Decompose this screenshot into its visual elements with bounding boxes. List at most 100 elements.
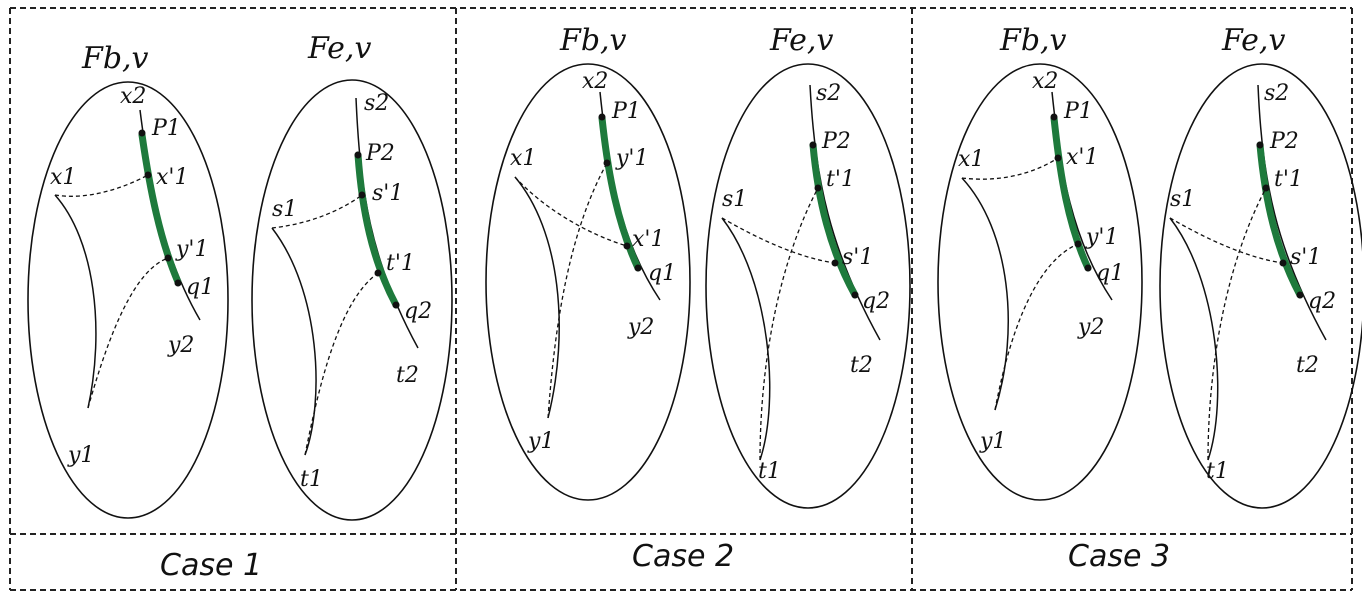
dashed-x1-x1p: [514, 176, 628, 247]
label-p1: P1: [151, 116, 181, 141]
left-ellipse-3: Fb,v x2 P1 x'1 x1 y'1 q1 y2 y1: [937, 23, 1143, 501]
ellipse-title: Fe,v: [769, 23, 833, 58]
panel-case-3: Fb,v x2 P1 x'1 x1 y'1 q1 y2 y1 Fe,v: [937, 23, 1362, 574]
label-x1p: x'1: [1066, 145, 1098, 170]
label-t2: t2: [396, 363, 419, 388]
label-p2: P2: [1269, 129, 1299, 154]
label-x1p: x'1: [632, 227, 664, 252]
label-s1: s1: [722, 187, 747, 212]
label-y1p: y'1: [615, 146, 648, 171]
label-y1: y1: [527, 429, 554, 454]
point-q2: [851, 291, 859, 299]
label-y2: y2: [627, 315, 654, 340]
label-x2: x2: [582, 69, 608, 94]
dashed-s1-s1p: [721, 217, 836, 264]
point-p2: [354, 151, 362, 159]
path-s1-t1: [721, 217, 771, 461]
label-q2: q2: [404, 299, 432, 324]
highlight-segment: [1256, 141, 1304, 299]
point-q2: [1296, 291, 1304, 299]
point-p2: [1256, 141, 1264, 149]
label-y1p: y'1: [1085, 225, 1118, 250]
point-p1: [138, 129, 146, 137]
ellipse-outline: [705, 63, 911, 509]
label-y2: y2: [1077, 315, 1104, 340]
panel-case-2: Fb,v x2 P1 y'1 x1 x'1 q1 y2 y1 Fe,v: [485, 23, 911, 574]
label-s1: s1: [272, 197, 297, 222]
label-s1p: s'1: [372, 181, 403, 206]
panel-case-1: Fb,v x2 P1 x'1 x1 y'1 q1 y2 y1 Fe,v: [27, 31, 453, 583]
label-q2: q2: [1308, 289, 1336, 314]
label-t2: t2: [1296, 353, 1319, 378]
label-t1: t1: [758, 459, 781, 484]
label-t1: t1: [1206, 459, 1229, 484]
label-y2: y2: [167, 333, 194, 358]
ellipse-outline: [251, 79, 453, 521]
ellipse-title: Fb,v: [559, 23, 627, 58]
point-q1: [1084, 264, 1092, 272]
label-s1p: s'1: [842, 245, 873, 270]
dashed-s1-s1p: [271, 194, 363, 229]
case-label: Case 3: [1068, 539, 1170, 574]
label-q1: q1: [1096, 261, 1124, 286]
path-s1-t1: [1169, 217, 1219, 461]
dashed-x1-x1p: [961, 157, 1059, 180]
label-y1: y1: [67, 443, 94, 468]
highlight-segment: [354, 151, 400, 309]
left-ellipse-2: Fb,v x2 P1 y'1 x1 x'1 q1 y2 y1: [485, 23, 691, 501]
point-t1p: [374, 269, 382, 277]
label-p2: P2: [365, 141, 395, 166]
ellipse-title: Fb,v: [81, 41, 149, 76]
point-x1p: [144, 171, 152, 179]
path-s2-t2: [1257, 84, 1327, 341]
left-ellipse-1: Fb,v x2 P1 x'1 x1 y'1 q1 y2 y1: [27, 41, 229, 519]
dashed-s1-s1p: [1169, 217, 1284, 264]
label-x1: x1: [958, 147, 984, 172]
dashed-t1-t1p: [304, 272, 379, 456]
right-ellipse-3: Fe,v s2 P2 t'1 s1 s'1 q2 t2 t1: [1159, 23, 1362, 509]
point-y1p: [164, 254, 172, 262]
highlight-segment: [809, 141, 859, 299]
path-x1-y1: [514, 176, 560, 419]
label-x1: x1: [50, 165, 76, 190]
label-t1p: t'1: [386, 251, 415, 276]
highlight-segment: [598, 114, 642, 272]
right-ellipse-1: Fe,v s2 P2 s'1 s1 t'1 q2 t2 t1: [251, 31, 453, 521]
point-p1: [1050, 113, 1058, 121]
label-s1: s1: [1170, 187, 1195, 212]
label-y1p: y'1: [175, 237, 208, 262]
label-t1: t1: [300, 467, 323, 492]
label-p1: P1: [611, 99, 641, 124]
path-x1-y1: [54, 194, 97, 409]
label-p2: P2: [821, 129, 851, 154]
path-s1-t1: [271, 227, 317, 456]
ellipse-outline: [937, 63, 1143, 501]
dashed-x1-x1p: [54, 174, 149, 197]
dashed-t1-t1p: [759, 187, 819, 461]
highlight-segment: [138, 131, 182, 286]
point-q1: [174, 279, 182, 287]
ellipse-title: Fe,v: [1221, 23, 1285, 58]
label-x2: x2: [120, 84, 146, 109]
dashed-y1-y1p: [87, 257, 169, 409]
case-label: Case 2: [632, 539, 734, 574]
label-p1: P1: [1063, 99, 1093, 124]
label-s2: s2: [1264, 81, 1289, 106]
label-x2: x2: [1032, 69, 1058, 94]
point-x1p: [623, 242, 631, 250]
label-y1: y1: [979, 429, 1006, 454]
ellipse-outline: [27, 81, 229, 519]
ellipse-outline: [1159, 63, 1362, 509]
label-q1: q1: [648, 261, 676, 286]
label-t1p: t'1: [1274, 167, 1303, 192]
ellipse-outline: [485, 63, 691, 501]
path-s2-t2: [809, 84, 881, 341]
label-s2: s2: [364, 91, 389, 116]
case-label: Case 1: [160, 548, 262, 583]
ellipse-title: Fb,v: [999, 23, 1067, 58]
dashed-y1-y1p: [547, 162, 608, 419]
label-t2: t2: [850, 353, 873, 378]
point-s1p: [1279, 259, 1287, 267]
